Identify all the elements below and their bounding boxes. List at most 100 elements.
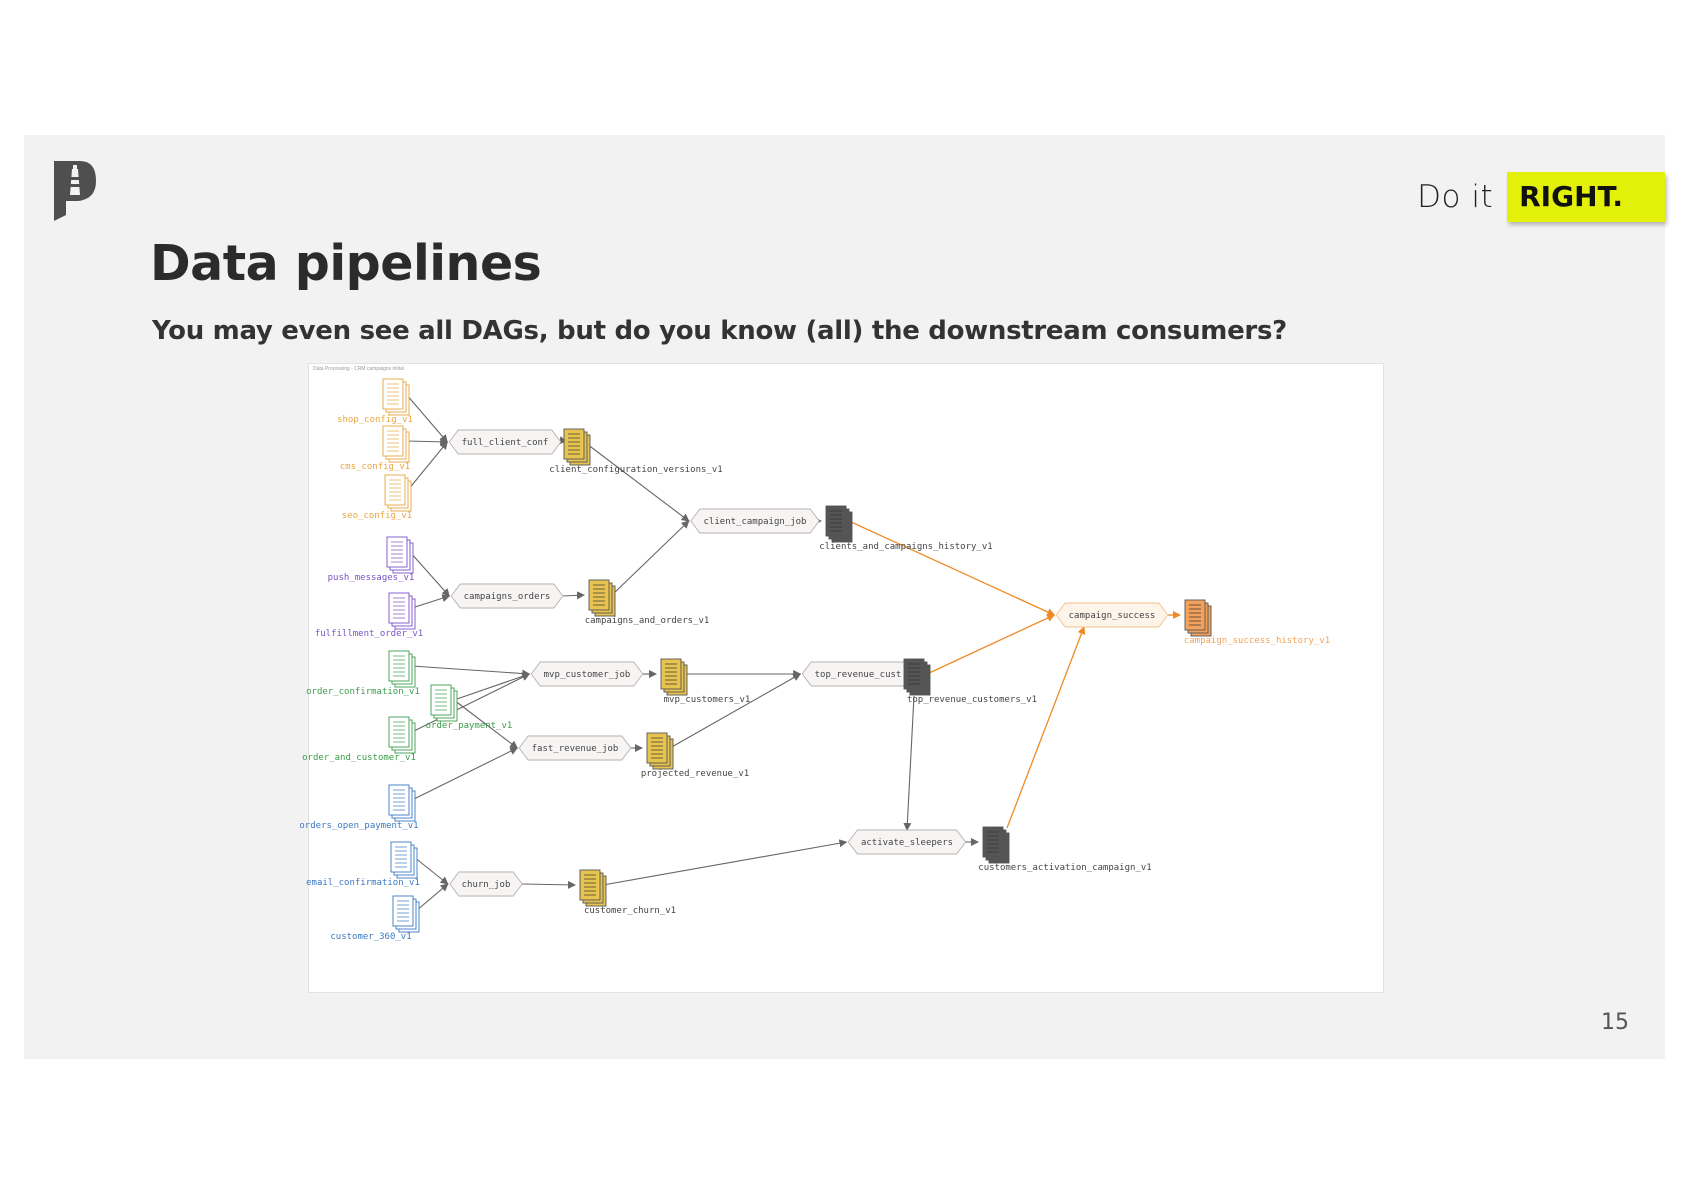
- job-label: client_campaign_job: [704, 517, 807, 527]
- dataset-node-projected_revenue_v1[interactable]: projected_revenue_v1: [641, 732, 749, 779]
- edge-top_revenue_customers_v1-to-activate_sleepers: [903, 695, 915, 831]
- job-node-campaigns_orders[interactable]: campaigns_orders: [450, 583, 564, 609]
- dataset-page: [388, 592, 410, 624]
- dataset-label: customer_360_v1: [330, 932, 411, 942]
- dataset-node-shop_config_v1[interactable]: shop_config_v1: [337, 378, 413, 425]
- dataset-page: [982, 826, 1004, 858]
- dataset-node-order_and_customer_v1[interactable]: order_and_customer_v1: [302, 716, 416, 763]
- job-node-churn_job[interactable]: churn_job: [449, 871, 523, 897]
- edge-client_configuration_versions_v1-to-client_campaign_job: [586, 443, 690, 522]
- job-shape: [690, 508, 820, 534]
- edge-projected_revenue_v1-to-top_revenue_cust: [669, 673, 802, 749]
- edge-top_revenue_customers_v1-to-campaign_success: [926, 614, 1056, 675]
- dataset-label: projected_revenue_v1: [641, 769, 749, 779]
- dataset-node-order_confirmation_v1[interactable]: order_confirmation_v1: [306, 650, 420, 697]
- job-label: campaign_success: [1069, 611, 1156, 621]
- dataset-label: mvp_customers_v1: [664, 695, 751, 705]
- job-node-top_revenue_cust[interactable]: top_revenue_cust: [801, 661, 915, 687]
- edge-fulfillment_order_v1-to-campaigns_orders: [411, 594, 451, 609]
- dataset-page: [382, 378, 404, 410]
- dataset-node-email_confirmation_v1[interactable]: email_confirmation_v1: [306, 841, 420, 888]
- dataset-label: order_confirmation_v1: [306, 687, 420, 697]
- slide: Do it RIGHT. Data pipelines You may even…: [24, 135, 1665, 1059]
- dataset-page: [392, 895, 414, 927]
- dataset-page: [579, 869, 601, 901]
- edge-customer_churn_v1-to-activate_sleepers: [602, 839, 848, 886]
- dataset-label: client_configuration_versions_v1: [549, 465, 722, 475]
- job-shape: [450, 583, 564, 609]
- page-number: 15: [1601, 1010, 1629, 1035]
- edge-order_payment_v1-to-fast_revenue_job: [453, 699, 518, 749]
- dataset-node-customer_360_v1[interactable]: customer_360_v1: [330, 895, 420, 942]
- diagram-caption: Data Processing - CRM campaigns initial: [313, 366, 404, 372]
- edge-seo_config_v1-to-full_client_conf: [407, 441, 448, 491]
- job-node-full_client_conf[interactable]: full_client_conf: [448, 429, 562, 455]
- edge-email_confirmation_v1-to-churn_job: [413, 856, 449, 885]
- dataset-node-clients_and_campaigns_history_v1[interactable]: clients_and_campaigns_history_v1: [819, 505, 993, 552]
- job-shape: [1055, 602, 1169, 628]
- dataset-node-customers_activation_campaign_v1[interactable]: customers_activation_campaign_v1: [978, 826, 1152, 873]
- dataset-page: [660, 658, 682, 690]
- job-node-activate_sleepers[interactable]: activate_sleepers: [847, 829, 967, 855]
- dataset-label: orders_open_payment_v1: [299, 821, 418, 831]
- job-label: mvp_customer_job: [544, 670, 631, 680]
- edge-customer_360_v1-to-churn_job: [415, 883, 449, 912]
- dataset-label: email_confirmation_v1: [306, 878, 420, 888]
- edge-order_payment_v1-to-mvp_customer_job: [453, 672, 531, 701]
- dataset-label: customers_activation_campaign_v1: [978, 863, 1151, 873]
- edge-push_messages_v1-to-campaigns_orders: [409, 551, 450, 597]
- dataset-label: campaign_success_history_v1: [1184, 636, 1330, 646]
- job-shape: [847, 829, 967, 855]
- dataset-node-order_payment_v1[interactable]: order_payment_v1: [426, 684, 513, 731]
- dataset-label: seo_config_v1: [342, 511, 412, 521]
- job-shape: [448, 429, 562, 455]
- dataset-label: top_revenue_customers_v1: [907, 695, 1037, 705]
- dataset-page: [388, 650, 410, 682]
- dataset-label: clients_and_campaigns_history_v1: [819, 542, 992, 552]
- dataset-page: [384, 474, 406, 506]
- dataset-node-push_messages_v1[interactable]: push_messages_v1: [328, 536, 415, 583]
- job-shape: [449, 871, 523, 897]
- job-shape: [530, 661, 644, 687]
- edge-order_and_customer_v1-to-mvp_customer_job: [411, 673, 531, 733]
- dataset-node-seo_config_v1[interactable]: seo_config_v1: [342, 474, 412, 521]
- dataset-page: [382, 425, 404, 457]
- dataset-node-fulfillment_order_v1[interactable]: fulfillment_order_v1: [315, 592, 423, 639]
- dataset-label: campaigns_and_orders_v1: [585, 616, 710, 626]
- dataset-node-cms_config_v1[interactable]: cms_config_v1: [340, 425, 410, 472]
- dataset-label: cms_config_v1: [340, 462, 410, 472]
- dataset-node-customer_churn_v1[interactable]: customer_churn_v1: [579, 869, 676, 916]
- job-label: full_client_conf: [462, 438, 549, 448]
- job-label: top_revenue_cust: [815, 670, 902, 680]
- dataset-node-campaign_success_history_v1[interactable]: campaign_success_history_v1: [1184, 599, 1330, 646]
- job-shape: [518, 735, 632, 761]
- edge-cms_config_v1-to-full_client_conf: [405, 437, 449, 446]
- brand-prefix: Do it: [1417, 179, 1494, 215]
- brand-highlight: RIGHT.: [1507, 172, 1665, 222]
- dataset-label: customer_churn_v1: [584, 906, 676, 916]
- dag-graph: shop_config_v1 cms_config_v1 seo_config_v1…: [299, 378, 1330, 942]
- dataset-page: [1184, 599, 1206, 631]
- edge-order_confirmation_v1-to-mvp_customer_job: [411, 665, 531, 678]
- dataset-node-top_revenue_customers_v1[interactable]: top_revenue_customers_v1: [903, 658, 1037, 705]
- job-node-mvp_customer_job[interactable]: mvp_customer_job: [530, 661, 644, 687]
- dataset-page: [563, 428, 585, 460]
- edge-churn_job-to-customer_churn_v1: [522, 880, 576, 889]
- dataset-label: order_payment_v1: [426, 721, 513, 731]
- dataset-node-campaigns_and_orders_v1[interactable]: campaigns_and_orders_v1: [585, 579, 710, 626]
- dataset-label: order_and_customer_v1: [302, 753, 416, 763]
- job-node-campaign_success[interactable]: campaign_success: [1055, 602, 1169, 628]
- dataset-node-mvp_customers_v1[interactable]: mvp_customers_v1: [660, 658, 751, 705]
- dataset-page: [388, 784, 410, 816]
- dataset-page: [588, 579, 610, 611]
- dataset-page: [388, 716, 410, 748]
- edge-shop_config_v1-to-full_client_conf: [405, 393, 448, 443]
- job-node-fast_revenue_job[interactable]: fast_revenue_job: [518, 735, 632, 761]
- brand-tagline: Do it RIGHT.: [1417, 171, 1665, 223]
- dataset-node-orders_open_payment_v1[interactable]: orders_open_payment_v1: [299, 784, 419, 831]
- dataset-page: [386, 536, 408, 568]
- dataset-node-client_configuration_versions_v1[interactable]: client_configuration_versions_v1: [549, 428, 723, 475]
- job-node-client_campaign_job[interactable]: client_campaign_job: [690, 508, 820, 534]
- page-subtitle: You may even see all DAGs, but do you kn…: [152, 316, 1287, 346]
- dataset-page: [825, 505, 847, 537]
